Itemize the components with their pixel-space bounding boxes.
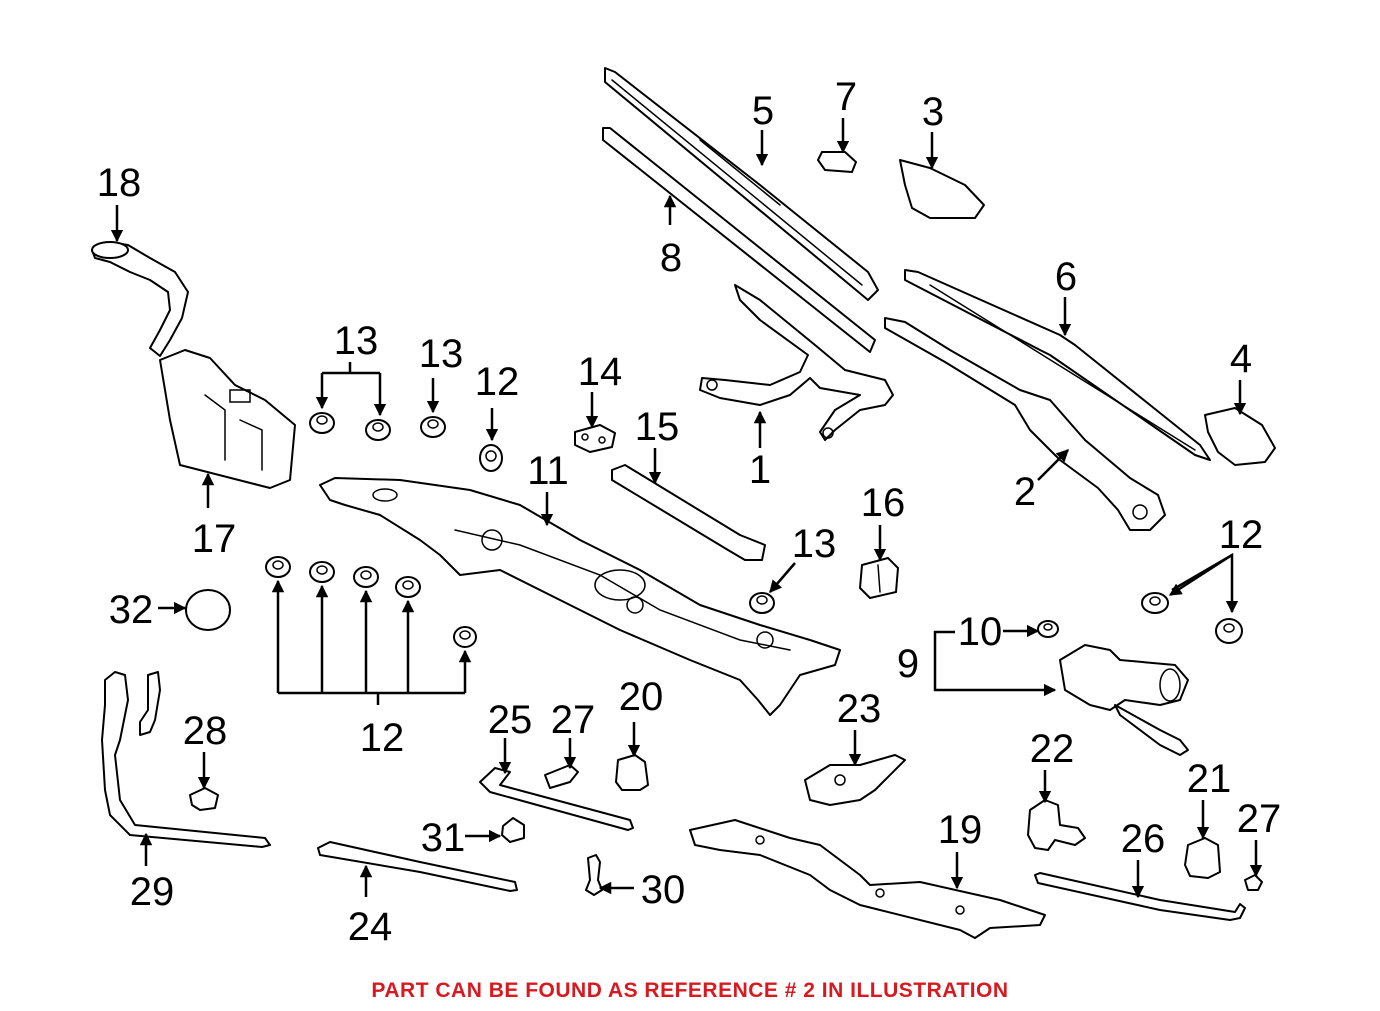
clip-part-31 xyxy=(501,817,525,843)
callout-12-b: 12 xyxy=(360,716,405,760)
callout-28: 28 xyxy=(183,709,228,753)
callout-19: 19 xyxy=(938,808,983,852)
hose-connector-part-27-a xyxy=(544,764,579,789)
callout-13-c: 13 xyxy=(792,522,837,566)
callout-31: 31 xyxy=(421,816,466,860)
bracket-rail-part-19 xyxy=(689,819,1046,939)
nut-part-12-a xyxy=(479,444,503,472)
callout-4: 4 xyxy=(1230,337,1252,381)
callout-12-a: 12 xyxy=(475,360,520,404)
callout-25: 25 xyxy=(488,698,533,742)
cap-part-4 xyxy=(1204,407,1276,466)
callout-12-c: 12 xyxy=(1219,513,1264,557)
wiper-arm-part-1 xyxy=(699,284,894,441)
callout-29: 29 xyxy=(130,870,175,914)
callout-15: 15 xyxy=(635,405,680,449)
wiper-motor-part-9 xyxy=(1059,644,1189,756)
callout-30: 30 xyxy=(641,868,686,912)
callout-13-b: 13 xyxy=(419,332,464,376)
connector-part-21 xyxy=(1184,837,1221,879)
callout-2: 2 xyxy=(1014,470,1036,514)
callout-26: 26 xyxy=(1121,817,1166,861)
callout-1: 1 xyxy=(749,448,771,492)
bushing-part-13-b xyxy=(365,419,391,441)
callout-17: 17 xyxy=(192,517,237,561)
callout-27-a: 27 xyxy=(551,698,596,742)
hose-part-26 xyxy=(1034,872,1246,921)
callout-9: 9 xyxy=(897,642,919,686)
callout-6: 6 xyxy=(1055,255,1077,299)
nut-part-12-h xyxy=(1215,618,1243,644)
hose-connector-part-27-b xyxy=(1244,874,1263,891)
bushing-part-13-d xyxy=(749,592,775,614)
callout-5: 5 xyxy=(752,89,774,133)
bushing-part-13-a xyxy=(309,412,335,434)
nut-part-12-f xyxy=(453,626,477,648)
wiper-blade-part-6 xyxy=(904,269,1211,461)
callout-10: 10 xyxy=(958,610,1003,654)
callout-21: 21 xyxy=(1187,757,1232,801)
bracket-part-14 xyxy=(574,424,616,453)
blade-insert-part-8 xyxy=(602,127,876,353)
callout-7: 7 xyxy=(835,75,857,119)
hose-part-24 xyxy=(317,841,518,892)
plug-part-32 xyxy=(185,589,231,631)
clip-part-7 xyxy=(817,151,857,173)
link-rod-part-15 xyxy=(611,464,766,561)
grommet-part-10 xyxy=(1037,620,1059,638)
callout-23: 23 xyxy=(837,687,882,731)
washer-pump-part-22 xyxy=(1027,799,1086,851)
reference-caption: PART CAN BE FOUND AS REFERENCE # 2 IN IL… xyxy=(371,979,1009,1002)
callout-27-b: 27 xyxy=(1237,797,1282,841)
nut-part-12-e xyxy=(395,576,421,598)
nut-part-12-c xyxy=(309,561,335,583)
cover-cap-part-3 xyxy=(899,159,985,219)
washer-hose-part-29 xyxy=(101,671,271,848)
callout-18: 18 xyxy=(97,161,142,205)
callout-3: 3 xyxy=(922,90,944,134)
callout-11: 11 xyxy=(527,449,569,493)
leader-lines xyxy=(110,118,1263,899)
filler-neck-part-18 xyxy=(91,241,189,357)
nut-part-12-g xyxy=(1141,592,1169,614)
callout-labels: 1 2 3 4 5 6 7 8 9 10 11 12 12 12 13 13 1… xyxy=(97,75,1282,949)
callout-8: 8 xyxy=(660,236,682,280)
callout-32: 32 xyxy=(109,588,154,632)
callout-24: 24 xyxy=(348,905,393,949)
fastener-part-30 xyxy=(585,854,603,896)
connector-part-20 xyxy=(615,754,649,791)
callout-22: 22 xyxy=(1030,727,1075,771)
reservoir-part-17 xyxy=(159,349,296,489)
callout-16: 16 xyxy=(861,481,906,525)
wiper-arm-part-2 xyxy=(884,317,1166,531)
wiper-blade-part-5 xyxy=(604,67,879,301)
bushing-part-13-c xyxy=(420,416,446,438)
callout-20: 20 xyxy=(619,675,664,719)
nut-part-12-d xyxy=(353,566,379,588)
callout-14: 14 xyxy=(578,350,623,394)
nut-part-12-b xyxy=(265,556,291,578)
callout-13-a: 13 xyxy=(334,319,379,363)
clip-part-28 xyxy=(189,787,219,811)
clip-part-16 xyxy=(859,557,899,599)
